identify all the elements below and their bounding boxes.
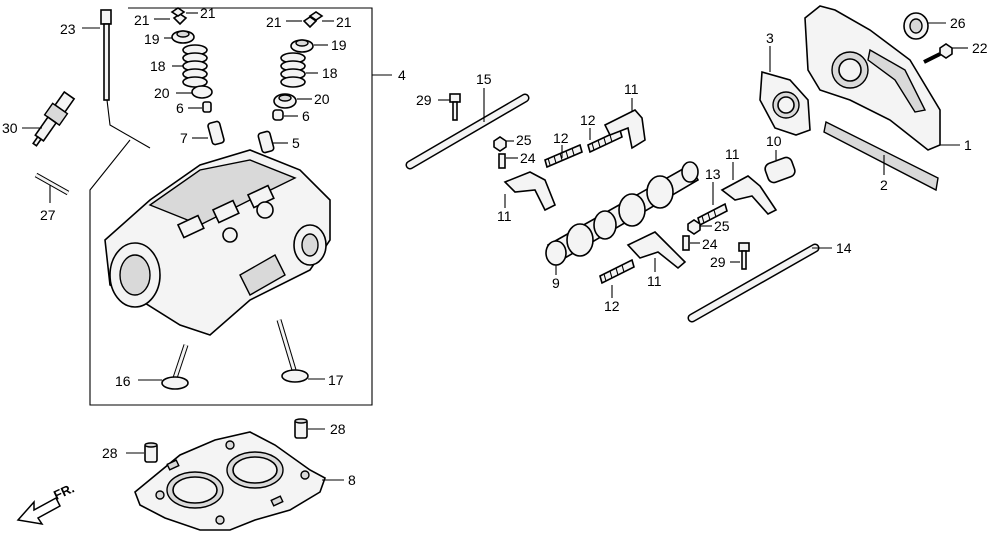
valve-guide-7 <box>207 120 225 146</box>
leader-23-to-head <box>106 99 151 149</box>
callout-12-c: 12 <box>604 298 620 314</box>
callout-24-b: 24 <box>702 236 718 252</box>
rocker-arm-11-c <box>626 231 687 270</box>
callout-labels: 23 30 27 21 21 19 18 20 6 7 21 21 19 18 … <box>2 5 988 503</box>
valve-cotter-21-right <box>302 11 324 29</box>
callout-12-b: 12 <box>580 112 596 128</box>
callout-21-c: 21 <box>266 14 282 30</box>
collar-10 <box>764 156 796 184</box>
nut-25-right <box>687 219 701 235</box>
callout-10: 10 <box>766 133 782 149</box>
callout-20-b: 20 <box>314 91 330 107</box>
stem-seal-6-right <box>272 109 284 121</box>
callout-5: 5 <box>292 135 300 151</box>
retainer-19-right <box>290 39 314 53</box>
callout-11-b: 11 <box>497 208 512 224</box>
dowel-28-right <box>294 418 308 439</box>
exhaust-valve-17 <box>276 319 309 383</box>
camshaft-9 <box>545 161 700 266</box>
gasket-3 <box>759 70 811 136</box>
gasket-strip-2 <box>823 120 939 192</box>
callout-9: 9 <box>552 275 560 291</box>
rocker-arm-11-a <box>603 109 646 150</box>
intake-valve-16 <box>161 344 189 390</box>
callout-4: 4 <box>398 67 406 83</box>
callout-20-a: 20 <box>154 85 170 101</box>
callout-3: 3 <box>766 30 774 46</box>
callout-21-a: 21 <box>134 12 150 28</box>
callout-12-a: 12 <box>553 130 569 146</box>
callout-17: 17 <box>328 372 344 388</box>
callout-7: 7 <box>180 130 188 146</box>
adjuster-24-right <box>682 235 690 251</box>
callout-18-a: 18 <box>150 58 166 74</box>
cylinder-head <box>104 149 331 336</box>
bolt-23 <box>100 9 112 101</box>
callout-19-b: 19 <box>331 37 347 53</box>
callout-18-b: 18 <box>322 65 338 81</box>
rocker-arm-11-b <box>503 171 557 212</box>
rocker-spring-12-c <box>599 258 635 285</box>
callout-28-a: 28 <box>330 421 346 437</box>
callout-8: 8 <box>348 472 356 488</box>
callout-29-a: 29 <box>416 92 432 108</box>
callout-14: 14 <box>836 240 852 256</box>
callout-11-a: 11 <box>624 81 639 97</box>
cylinder-head-group-bracket <box>89 7 373 406</box>
valve-cotter-21-left <box>170 7 188 26</box>
rocker-shaft-15 <box>405 93 530 170</box>
callout-30: 30 <box>2 120 18 136</box>
spring-seat-20-left <box>191 85 213 99</box>
rocker-shaft-14 <box>687 243 820 323</box>
dowel-28-left <box>144 442 158 463</box>
adjuster-24-left <box>498 153 506 169</box>
spring-seat-20-right <box>273 93 297 109</box>
callout-11-c: 11 <box>647 273 662 289</box>
bolt-29-right <box>738 242 750 270</box>
rocker-spring-12-a <box>544 143 583 169</box>
valve-spring-18-left <box>182 44 208 88</box>
stud-27 <box>34 172 70 196</box>
rocker-arm-11-d <box>720 175 778 215</box>
callout-11-d: 11 <box>725 146 740 162</box>
bolt-22 <box>923 43 953 64</box>
callout-19-a: 19 <box>144 31 160 47</box>
stem-seal-6-left <box>202 101 212 113</box>
callout-6-a: 6 <box>176 100 184 116</box>
callout-13: 13 <box>705 166 721 182</box>
callout-1: 1 <box>964 137 972 153</box>
end-cover-1 <box>804 5 941 151</box>
retainer-19-left <box>171 30 195 44</box>
callout-2: 2 <box>880 177 888 193</box>
valve-guide-5 <box>257 130 275 154</box>
callout-25-b: 25 <box>714 218 730 234</box>
callout-28-b: 28 <box>102 445 118 461</box>
head-gasket-8 <box>134 431 326 531</box>
oil-seal-26 <box>903 12 929 40</box>
callout-26: 26 <box>950 15 966 31</box>
front-direction-label: FR. <box>51 480 76 502</box>
callout-27: 27 <box>40 207 56 223</box>
spark-plug-30 <box>32 90 76 147</box>
callout-29-b: 29 <box>710 254 726 270</box>
rocker-spring-12-b <box>587 128 623 154</box>
callout-15: 15 <box>476 71 492 87</box>
callout-24-a: 24 <box>520 150 536 166</box>
callout-21-d: 21 <box>336 14 352 30</box>
callout-16: 16 <box>115 373 131 389</box>
callout-6-b: 6 <box>302 108 310 124</box>
front-direction-arrow <box>16 496 61 526</box>
valve-spring-18-right <box>280 52 306 88</box>
bolt-29-left <box>449 93 461 121</box>
callout-22: 22 <box>972 40 988 56</box>
callout-23: 23 <box>60 21 76 37</box>
callout-25-a: 25 <box>516 132 532 148</box>
nut-25-left <box>493 136 507 152</box>
callout-21-b: 21 <box>200 5 216 21</box>
